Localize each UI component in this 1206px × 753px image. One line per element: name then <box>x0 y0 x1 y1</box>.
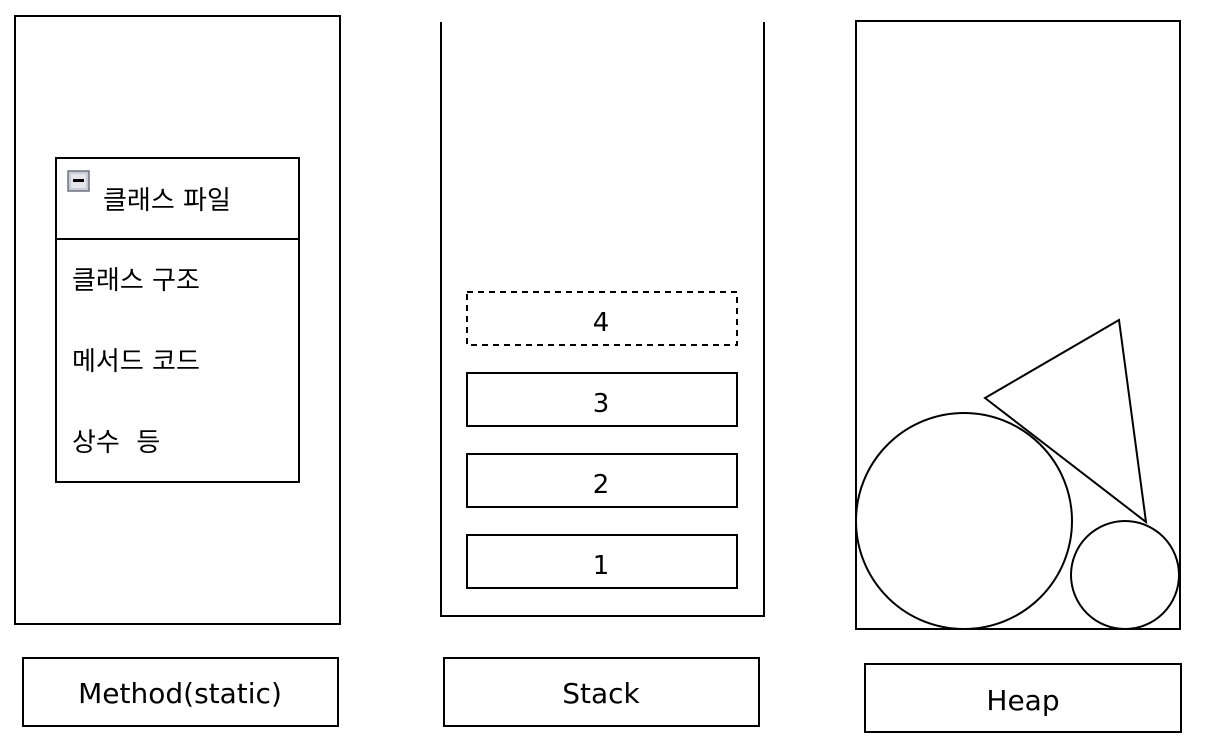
stack-area: 4 3 2 1 <box>440 22 765 617</box>
collapse-icon[interactable] <box>67 170 90 192</box>
method-area-label: Method(static) <box>22 657 339 727</box>
class-file-box: 클래스 파일 클래스 구조 메서드 코드 상수 등 <box>55 157 300 483</box>
stack-label: Stack <box>443 657 760 727</box>
class-file-item: 상수 등 <box>72 428 160 458</box>
stack-frame-pending: 4 <box>466 291 738 346</box>
method-area-box <box>14 15 341 625</box>
class-file-item: 메서드 코드 <box>72 347 200 377</box>
stack-container <box>440 22 765 617</box>
class-file-title: 클래스 파일 <box>103 186 231 216</box>
heap-area <box>855 20 1181 630</box>
method-area-label-box <box>22 657 339 727</box>
heap-label-box <box>864 663 1182 733</box>
heap-object-triangle <box>983 318 1148 525</box>
stack-frame: 1 <box>466 534 738 589</box>
stack-label-box <box>443 657 760 727</box>
stack-frame-label: 3 <box>593 389 610 419</box>
heap-object-large-circle <box>855 412 1073 630</box>
heap-label: Heap <box>864 663 1182 733</box>
stack-frame-box <box>466 372 738 427</box>
stack-label-text: Stack <box>562 677 640 710</box>
method-area: 클래스 파일 클래스 구조 메서드 코드 상수 등 <box>14 15 341 625</box>
heap-object-small-circle <box>1070 520 1180 630</box>
stack-frame: 2 <box>466 453 738 508</box>
stack-frame: 3 <box>466 372 738 427</box>
class-file-item: 클래스 구조 <box>72 266 200 296</box>
heap-label-text: Heap <box>986 684 1059 717</box>
stack-frame-pending-label: 4 <box>593 308 610 338</box>
stack-frame-pending-box <box>466 291 738 346</box>
method-area-label-text: Method(static) <box>78 677 282 710</box>
stack-frame-box <box>466 534 738 589</box>
stack-frame-label: 2 <box>593 470 610 500</box>
class-file-frame <box>55 157 300 483</box>
heap-area-box <box>855 20 1181 630</box>
stack-frame-box <box>466 453 738 508</box>
stack-frame-label: 1 <box>593 551 610 581</box>
